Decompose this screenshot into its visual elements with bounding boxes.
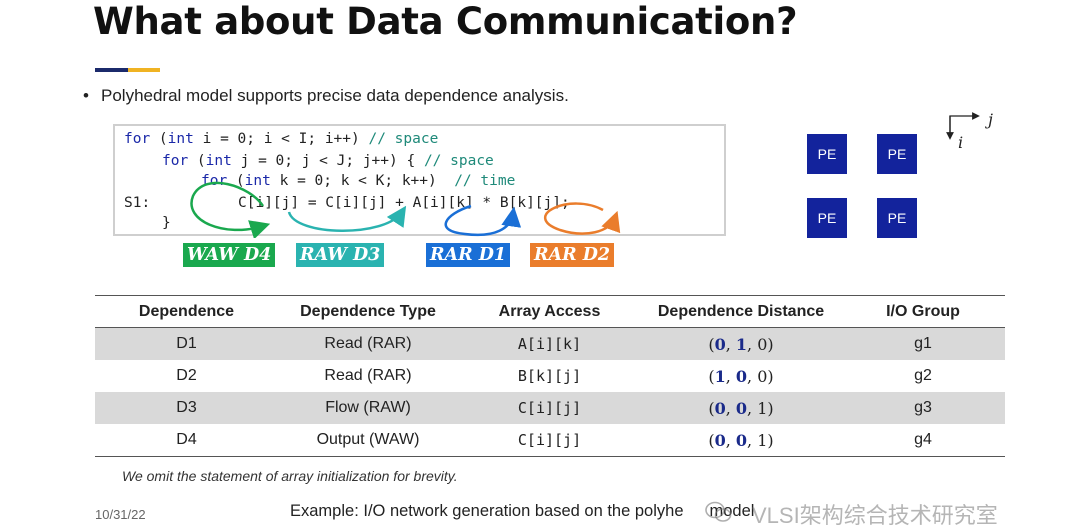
code-line-4-statement: C[i][j] = C[i][j] + A[i][k] * B[k][j]; <box>238 195 570 211</box>
raw-arc <box>287 205 407 232</box>
footnote: We omit the statement of array initializ… <box>122 468 458 484</box>
dependence-arcs <box>190 181 621 238</box>
table-row: D2 Read (RAR) B[k][j] (1, 0, 0) g2 <box>95 360 1005 392</box>
waw-arc <box>190 181 271 238</box>
cell-distance: (1, 0, 0) <box>708 366 774 386</box>
cell-access: C[i][j] <box>458 424 641 457</box>
cell-access: A[i][k] <box>458 327 641 360</box>
cell-access: B[k][j] <box>517 367 582 385</box>
title-accent-gold <box>128 68 160 72</box>
cell-type: Flow (RAW) <box>278 392 458 424</box>
table-row: D4 Output (WAW) C[i][j] (0, 0, 1) g4 <box>95 424 1005 457</box>
cell-type: Read (RAR) <box>324 367 412 384</box>
table-row: D1 Read (RAR) A[i][k] (0, 1, 0) g1 <box>95 327 1005 360</box>
bullet-point: • Polyhedral model supports precise data … <box>83 86 569 106</box>
cell-distance: (0, 0, 1) <box>641 424 841 457</box>
pe-block: PE <box>877 198 917 238</box>
cell-distance: (0, 0, 1) <box>641 392 841 424</box>
cell-distance: (0, 1, 0) <box>641 327 841 360</box>
cell-group: g3 <box>841 392 1005 424</box>
slide-footer: Example: I/O network generation based on… <box>290 502 755 520</box>
code-line-5: } <box>162 215 171 231</box>
header-dependence-distance: Dependence Distance <box>641 295 841 328</box>
cell-type: Read (RAR) <box>278 327 458 360</box>
code-line-2: for (int j = 0; j < J; j++) { // space <box>162 153 494 169</box>
cell-dependence: D3 <box>95 392 278 424</box>
header-dependence: Dependence <box>95 295 278 328</box>
pe-block: PE <box>807 198 847 238</box>
axis-arrows-icon <box>946 112 980 140</box>
code-block: for (int i = 0; i < I; i++) // space for… <box>113 124 726 238</box>
table-row: D3 Flow (RAW) C[i][j] (0, 0, 1) g3 <box>95 392 1005 424</box>
table-header-row: Dependence Dependence Type Array Access … <box>95 295 1005 328</box>
rar1-arc <box>444 204 522 237</box>
watermark-text: VLSI架构综合技术研究室 <box>752 503 998 528</box>
cell-dependence: D1 <box>95 327 278 360</box>
dependence-table: Dependence Dependence Type Array Access … <box>95 295 1005 457</box>
cell-dependence: D4 <box>95 424 278 457</box>
slide-date: 10/31/22 <box>95 507 146 522</box>
code-line-4-label: S1: <box>124 195 151 211</box>
title-accent-navy <box>95 68 128 72</box>
wechat-icon <box>705 501 732 522</box>
slide-title: What about Data Communication? <box>93 0 798 43</box>
cell-type: Output (WAW) <box>278 424 458 457</box>
header-io-group: I/O Group <box>841 295 1005 328</box>
cell-group: g4 <box>841 424 1005 457</box>
rar-d2-label: RAR D2 <box>530 243 615 267</box>
cell-access: C[i][j] <box>458 392 641 424</box>
raw-d3-label: RAW D3 <box>296 243 385 267</box>
axis-j-label: j <box>988 110 993 129</box>
cell-group: g2 <box>914 367 932 384</box>
cell-group: g1 <box>841 327 1005 360</box>
bullet-text: Polyhedral model supports precise data d… <box>101 86 569 105</box>
cell-dependence: D2 <box>176 367 197 384</box>
header-array-access: Array Access <box>458 295 641 328</box>
rar-d1-label: RAR D1 <box>426 243 511 267</box>
pe-block: PE <box>807 134 847 174</box>
axis-i-label: i <box>958 133 964 152</box>
pe-block: PE <box>877 134 917 174</box>
bullet-dot-icon: • <box>83 86 89 105</box>
rar2-arc <box>543 202 621 235</box>
header-dependence-type: Dependence Type <box>278 295 458 328</box>
code-line-3: for (int k = 0; k < K; k++) // time <box>201 173 516 189</box>
waw-d4-label: WAW D4 <box>183 243 276 267</box>
code-line-1: for (int i = 0; i < I; i++) // space <box>124 131 439 147</box>
